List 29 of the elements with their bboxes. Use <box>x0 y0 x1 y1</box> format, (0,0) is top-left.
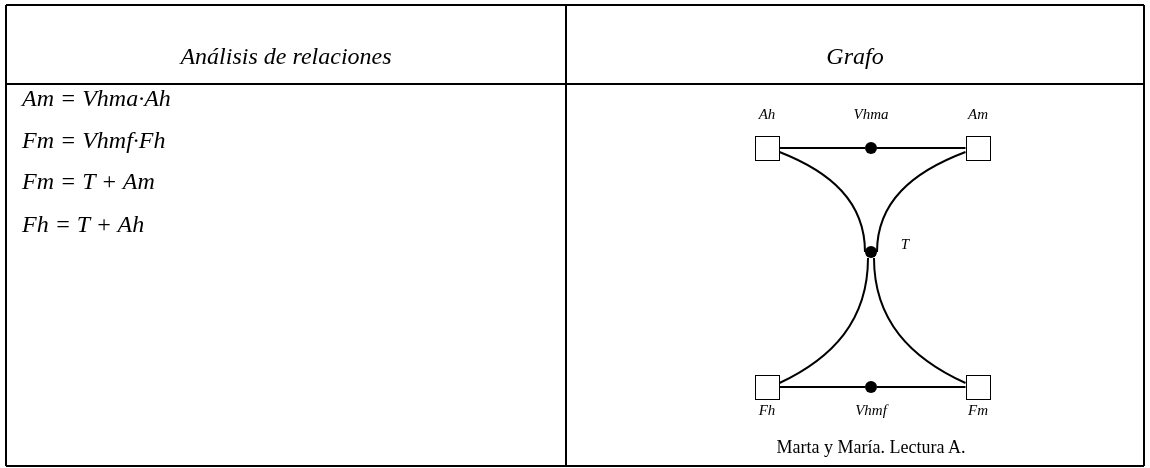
square-node <box>965 374 991 400</box>
column-header: Análisis de relaciones <box>180 44 392 68</box>
connector-line <box>876 386 967 388</box>
equation: Am = Vhma·Ah <box>22 86 171 110</box>
square-node <box>754 135 780 161</box>
connector-line <box>873 257 967 384</box>
connector-line <box>778 386 866 388</box>
connector-line <box>876 147 967 149</box>
equation: Fm = Vhmf·Fh <box>22 128 166 152</box>
node-label: Am <box>968 107 988 122</box>
dot-node <box>865 246 877 258</box>
node-label: Vhma <box>853 107 889 122</box>
node-label: Ah <box>758 107 776 122</box>
node-label: T <box>900 237 910 252</box>
connector-line <box>778 147 866 149</box>
square-node <box>754 374 780 400</box>
node-label: Vhmf <box>855 403 887 418</box>
column-header: Grafo <box>826 44 884 68</box>
node-label: Fh <box>758 403 776 418</box>
equation: Fh = T + Ah <box>22 212 145 236</box>
connector-line <box>876 151 967 253</box>
node-label: Fm <box>968 403 988 418</box>
connector-line <box>778 257 869 384</box>
figure-caption: Marta y María. Lectura A. <box>776 438 966 456</box>
square-node <box>965 135 991 161</box>
dot-node <box>865 381 877 393</box>
connector-line <box>778 151 866 253</box>
equation: Fm = T + Am <box>22 169 155 193</box>
dot-node <box>865 142 877 154</box>
